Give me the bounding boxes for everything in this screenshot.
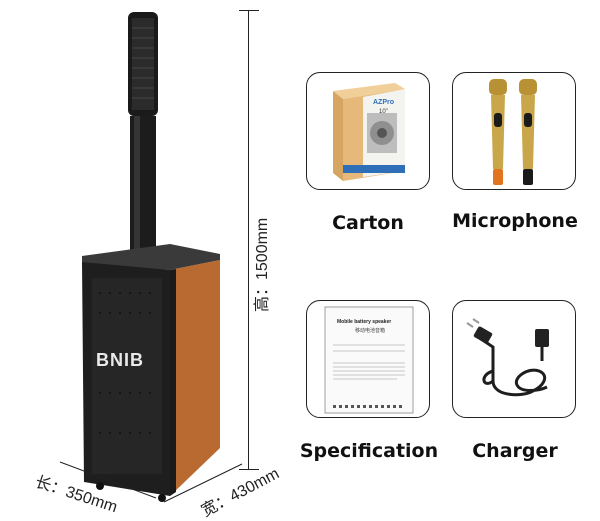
manual-subtitle-text: 移动电池音箱	[355, 328, 386, 334]
charger-card	[452, 300, 576, 418]
charger-cable-icon	[466, 318, 549, 397]
width-dimension-line	[163, 463, 243, 503]
carton-brand-text: AZPro	[373, 99, 394, 106]
cabinet-top	[82, 244, 220, 270]
speaker-brand-label: BNIB	[96, 350, 144, 370]
carton-box-icon	[333, 83, 405, 181]
column-speaker-illustration	[82, 12, 220, 502]
manual-document-icon	[324, 306, 414, 414]
height-dimension-label: 高：1500mm	[254, 217, 271, 312]
manual-title-text: Mobile battery speaker	[337, 319, 392, 325]
height-dimension-line	[234, 10, 264, 470]
column-pole	[130, 116, 156, 256]
carton-card: AZPro 10"	[306, 72, 430, 190]
microphone-icon	[489, 79, 537, 185]
carton-caption: Carton	[332, 212, 404, 234]
specification-caption: Specification	[299, 440, 439, 462]
microphone-card	[452, 72, 576, 190]
cabinet-side-wood	[170, 260, 220, 496]
wheel-icon	[158, 494, 166, 502]
specification-card: Mobile battery speaker 移动电池音箱	[306, 300, 430, 418]
wheel-icon	[96, 482, 104, 490]
charger-caption: Charger	[472, 440, 558, 462]
length-dimension-line	[59, 461, 157, 499]
microphone-caption: Microphone	[452, 210, 578, 232]
cabinet-grille	[92, 278, 162, 474]
carton-size-text: 10"	[379, 109, 388, 115]
